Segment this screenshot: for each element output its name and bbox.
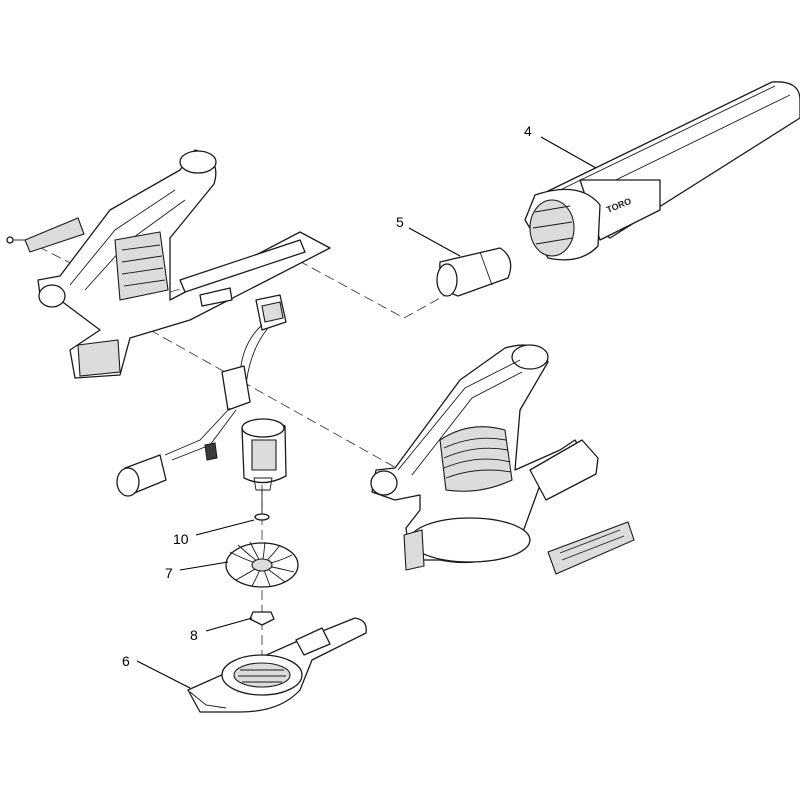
motor [241,418,287,515]
fan-nut [249,611,275,626]
screw [6,236,26,244]
callout-8: 8 [190,617,253,643]
fan-impeller [225,541,299,588]
impeller-cover [187,617,367,713]
callout-label-4: 4 [524,123,532,139]
nozzle [436,247,512,297]
callout-10: 10 [173,519,255,547]
callout-7: 7 [165,561,229,581]
washer [254,513,270,521]
callout-label-6: 6 [122,653,130,669]
cord-switch-assembly [116,294,287,497]
decal [547,521,635,575]
callout-4: 4 [524,123,597,169]
callout-label-5: 5 [396,214,404,230]
blower-tube: TORO [524,81,800,261]
callout-label-7: 7 [165,565,173,581]
assembled-blower [370,344,599,571]
callout-6: 6 [122,653,191,689]
callout-label-10: 10 [173,531,189,547]
housing-half-left [24,149,331,379]
callout-label-8: 8 [190,627,198,643]
callout-5: 5 [396,214,461,257]
